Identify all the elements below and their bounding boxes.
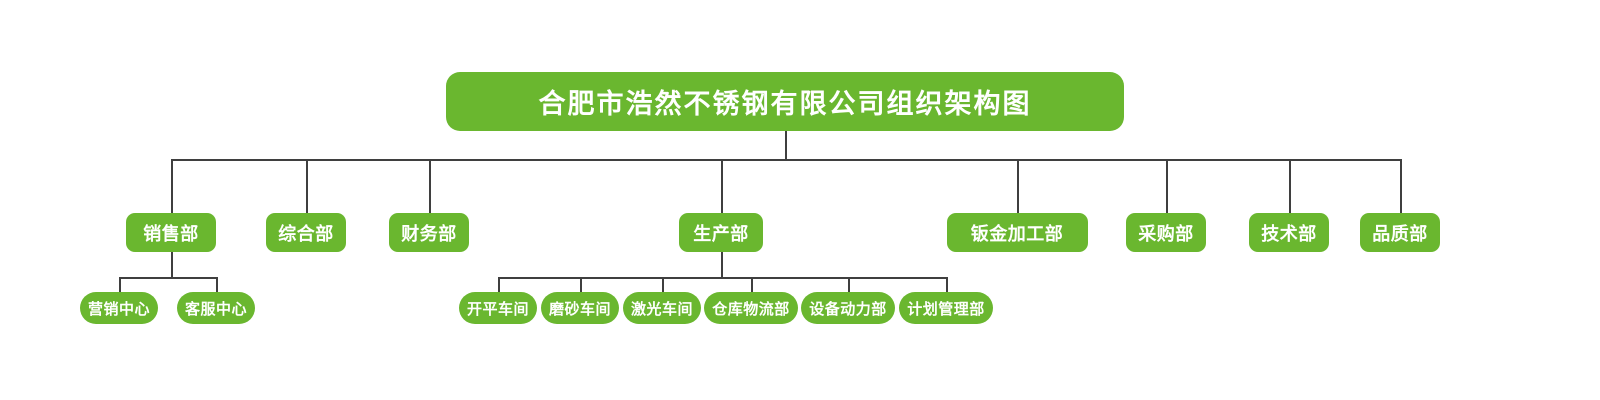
org-node-label: 合肥市浩然不锈钢有限公司组织架构图 [538,89,1032,119]
connector-bus-sales [119,277,216,279]
connector-drop-l2-2 [429,159,431,213]
org-node-l3-1[interactable]: 客服中心 [177,292,255,324]
org-node-root[interactable]: 合肥市浩然不锈钢有限公司组织架构图 [446,72,1124,131]
connector-drop-l3-1 [216,277,218,292]
org-node-label: 采购部 [1138,223,1194,244]
org-node-label: 开平车间 [466,300,529,318]
org-node-label: 技术部 [1261,223,1317,244]
org-node-l2-0[interactable]: 销售部 [126,213,216,252]
org-node-l2-7[interactable]: 品质部 [1360,213,1440,252]
org-node-label: 客服中心 [184,300,247,318]
connector-drop-l2-7 [1400,159,1402,213]
org-node-l2-4[interactable]: 钣金加工部 [946,213,1088,252]
connector-drop-l3-4 [662,277,664,292]
org-node-l3-6[interactable]: 设备动力部 [801,292,895,324]
connector-root-stem [785,131,787,159]
connector-drop-l2-5 [1166,159,1168,213]
org-node-label: 销售部 [143,223,199,244]
org-node-label: 激光车间 [630,300,693,318]
connector-level2-bus [171,159,1400,161]
org-node-l2-2[interactable]: 财务部 [389,213,469,252]
org-node-l3-0[interactable]: 营销中心 [80,292,158,324]
org-node-label: 财务部 [401,223,457,244]
org-node-l3-7[interactable]: 计划管理部 [899,292,993,324]
org-node-label: 计划管理部 [907,300,985,318]
connector-drop-l2-6 [1289,159,1291,213]
connector-drop-l3-6 [848,277,850,292]
org-node-label: 钣金加工部 [970,223,1064,244]
org-node-l2-6[interactable]: 技术部 [1249,213,1329,252]
connector-drop-l2-4 [1017,159,1019,213]
org-node-l2-5[interactable]: 采购部 [1126,213,1206,252]
org-node-label: 品质部 [1372,223,1428,244]
connector-stem-sales [171,252,173,277]
org-node-l3-2[interactable]: 开平车间 [459,292,537,324]
connector-stem-production [721,252,723,277]
connector-drop-l3-0 [119,277,121,292]
connector-drop-l2-3 [721,159,723,213]
connector-drop-l2-0 [171,159,173,213]
org-node-label: 设备动力部 [809,300,887,318]
org-node-l3-3[interactable]: 磨砂车间 [541,292,619,324]
connector-drop-l3-5 [751,277,753,292]
org-node-l2-3[interactable]: 生产部 [679,213,763,252]
org-node-l3-5[interactable]: 仓库物流部 [704,292,798,324]
org-node-l2-1[interactable]: 综合部 [266,213,346,252]
org-node-label: 综合部 [278,223,334,244]
connector-drop-l2-1 [306,159,308,213]
org-node-label: 仓库物流部 [712,300,790,318]
org-node-label: 营销中心 [87,300,150,318]
connector-bus-production [498,277,946,279]
connector-drop-l3-3 [580,277,582,292]
connector-drop-l3-7 [946,277,948,292]
org-node-label: 生产部 [693,223,749,244]
connector-drop-l3-2 [498,277,500,292]
org-node-l3-4[interactable]: 激光车间 [623,292,701,324]
org-node-label: 磨砂车间 [548,300,611,318]
